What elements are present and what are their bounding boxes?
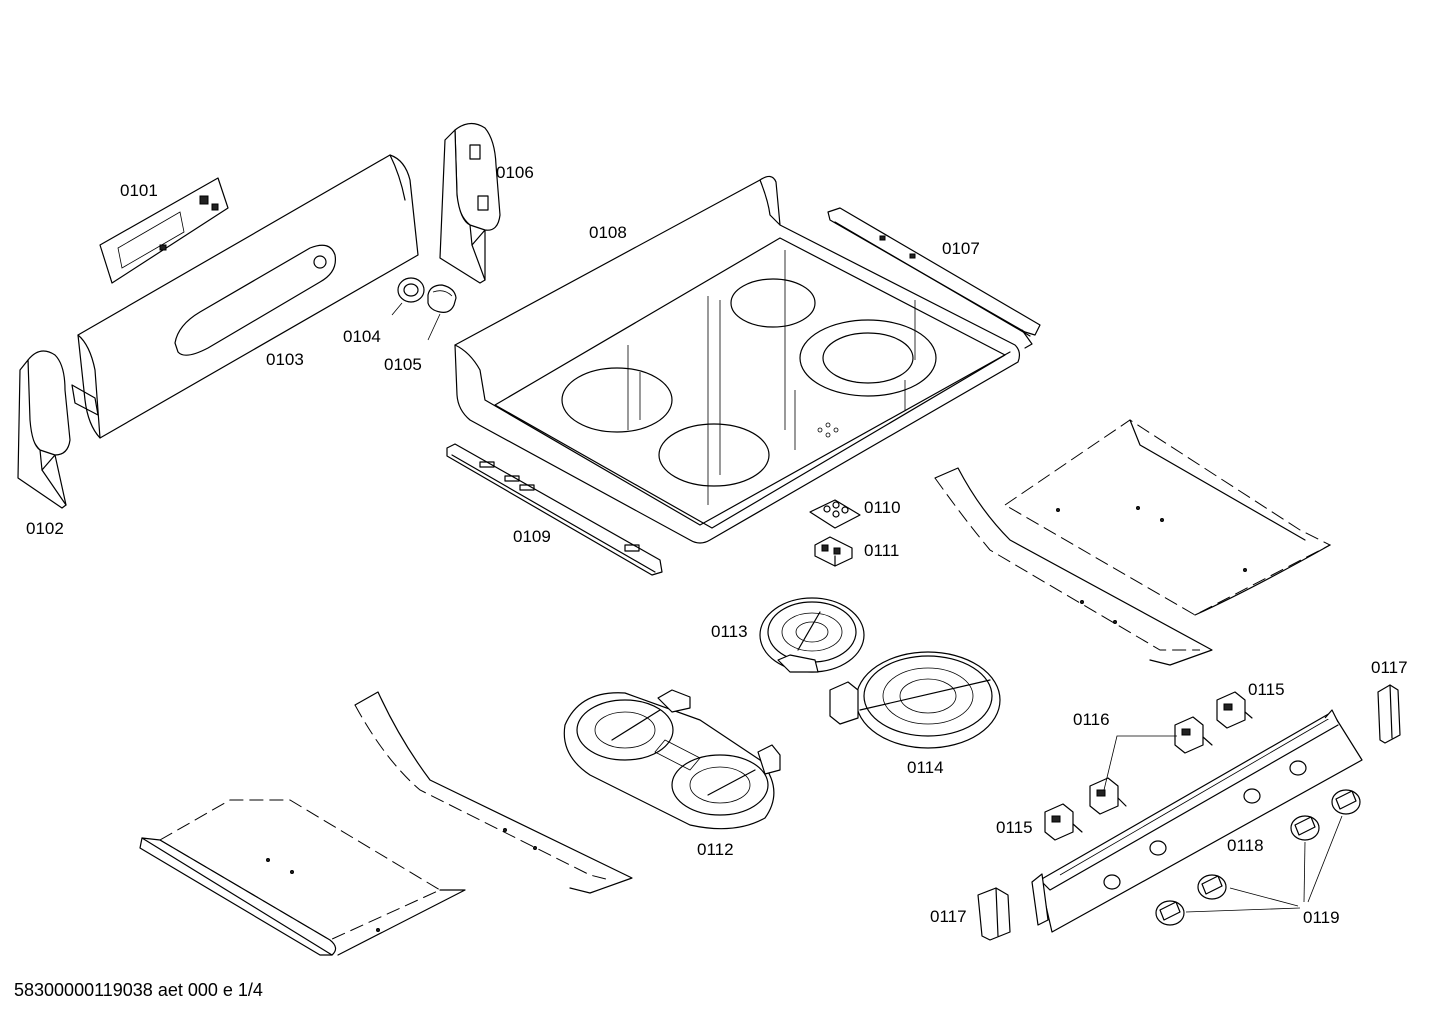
label-0107: 0107 (942, 239, 980, 258)
part-0107-rear-rail (827, 207, 1041, 349)
part-0117-bracket-upper (1377, 684, 1401, 744)
label-0103: 0103 (266, 350, 304, 369)
part-0104-knob-ring (391, 277, 425, 316)
part-left-side-strip (354, 691, 633, 894)
label-0119: 0119 (1303, 908, 1340, 927)
part-0112-dual-oval-heater (563, 689, 781, 830)
part-0109-front-rail (446, 443, 663, 576)
label-0110: 0110 (864, 498, 901, 517)
label-0108: 0108 (589, 223, 627, 242)
part-0116-switch-b (1089, 777, 1127, 815)
label-0116: 0116 (1073, 710, 1110, 729)
part-right-heat-shield (1004, 419, 1332, 616)
part-0118-control-panel-lower (1031, 709, 1363, 933)
label-0117-upper: 0117 (1371, 658, 1408, 677)
part-0110-sensor-plate (809, 499, 861, 529)
label-0112: 0112 (697, 840, 734, 859)
label-0115-lower: 0115 (996, 818, 1033, 837)
document-id: 58300000119038 aet 000 e 1/4 (14, 980, 263, 1000)
part-0108-cooktop (454, 175, 1021, 544)
label-0115-upper: 0115 (1248, 680, 1285, 699)
part-0116-switch-a (1174, 716, 1213, 754)
part-0103-control-panel (71, 154, 419, 439)
label-0106: 0106 (496, 163, 534, 182)
label-0105: 0105 (384, 355, 422, 374)
part-0102-left-end-cap (17, 350, 71, 509)
label-0101: 0101 (120, 181, 158, 200)
label-0118: 0118 (1227, 836, 1264, 855)
label-0114: 0114 (907, 758, 944, 777)
label-0117-lower: 0117 (930, 907, 967, 926)
part-0113-radiant-heater-small (759, 597, 865, 673)
part-0111-terminal-block (814, 536, 853, 567)
part-0119-knobs (1155, 789, 1361, 926)
part-0114-radiant-heater-large (829, 651, 1001, 749)
part-0106-right-end-cap (439, 122, 501, 284)
part-right-side-strip (934, 467, 1213, 666)
leader-0116 (1103, 735, 1177, 791)
label-0102: 0102 (26, 519, 64, 538)
part-0101-control-board (99, 177, 229, 284)
part-0117-bracket-lower (977, 887, 1011, 941)
label-0111: 0111 (864, 541, 899, 560)
label-0109: 0109 (513, 527, 551, 546)
part-0115-switch-upper (1216, 691, 1253, 729)
part-left-heat-shield (139, 799, 466, 956)
part-0115-switch-lower (1044, 803, 1083, 841)
part-0105-knob-cap (427, 284, 457, 341)
label-0104: 0104 (343, 327, 381, 346)
label-0113: 0113 (711, 622, 748, 641)
